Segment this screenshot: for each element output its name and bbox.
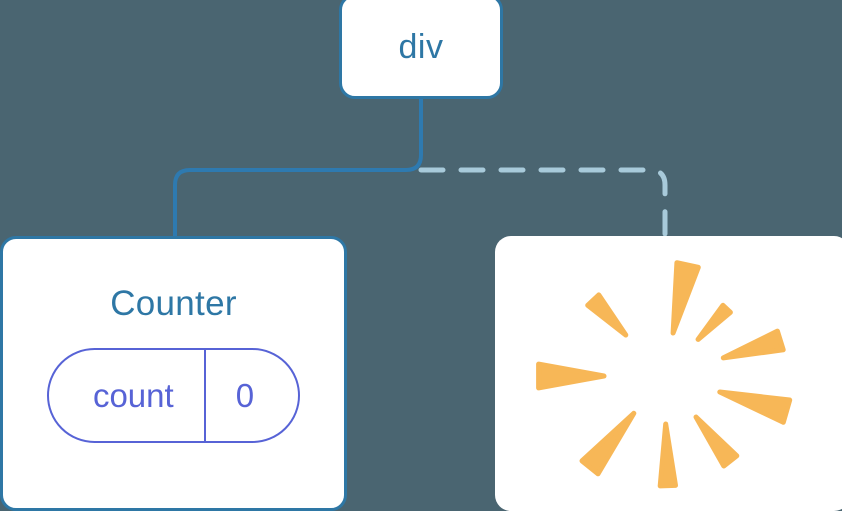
connector-dashed-to-sparkle <box>418 167 668 239</box>
sparkle-ray-6 <box>579 410 637 477</box>
sparkle-ray-0 <box>670 260 701 336</box>
node-counter-label: Counter <box>110 284 237 323</box>
state-pill-divider <box>203 350 206 441</box>
sparkle-ray-2 <box>720 328 786 361</box>
node-sparkle[interactable] <box>495 236 842 511</box>
sparkle-ray-1 <box>695 302 733 342</box>
state-value: 0 <box>235 377 255 414</box>
state-pill-count[interactable]: count 0 <box>46 348 301 443</box>
node-counter[interactable]: Counter count 0 <box>0 236 347 511</box>
state-key: count <box>92 377 174 414</box>
sparkle-ray-3 <box>717 389 793 425</box>
sparkle-ray-7 <box>536 361 607 391</box>
node-div-label: div <box>398 27 444 66</box>
sparkle-burst-icon <box>536 260 793 489</box>
connector-solid-to-counter <box>173 97 423 238</box>
sparkle-ray-5 <box>657 421 678 489</box>
sparkle-ray-8 <box>585 292 629 338</box>
sparkle-ray-4 <box>693 414 740 469</box>
node-div[interactable]: div <box>339 0 503 99</box>
